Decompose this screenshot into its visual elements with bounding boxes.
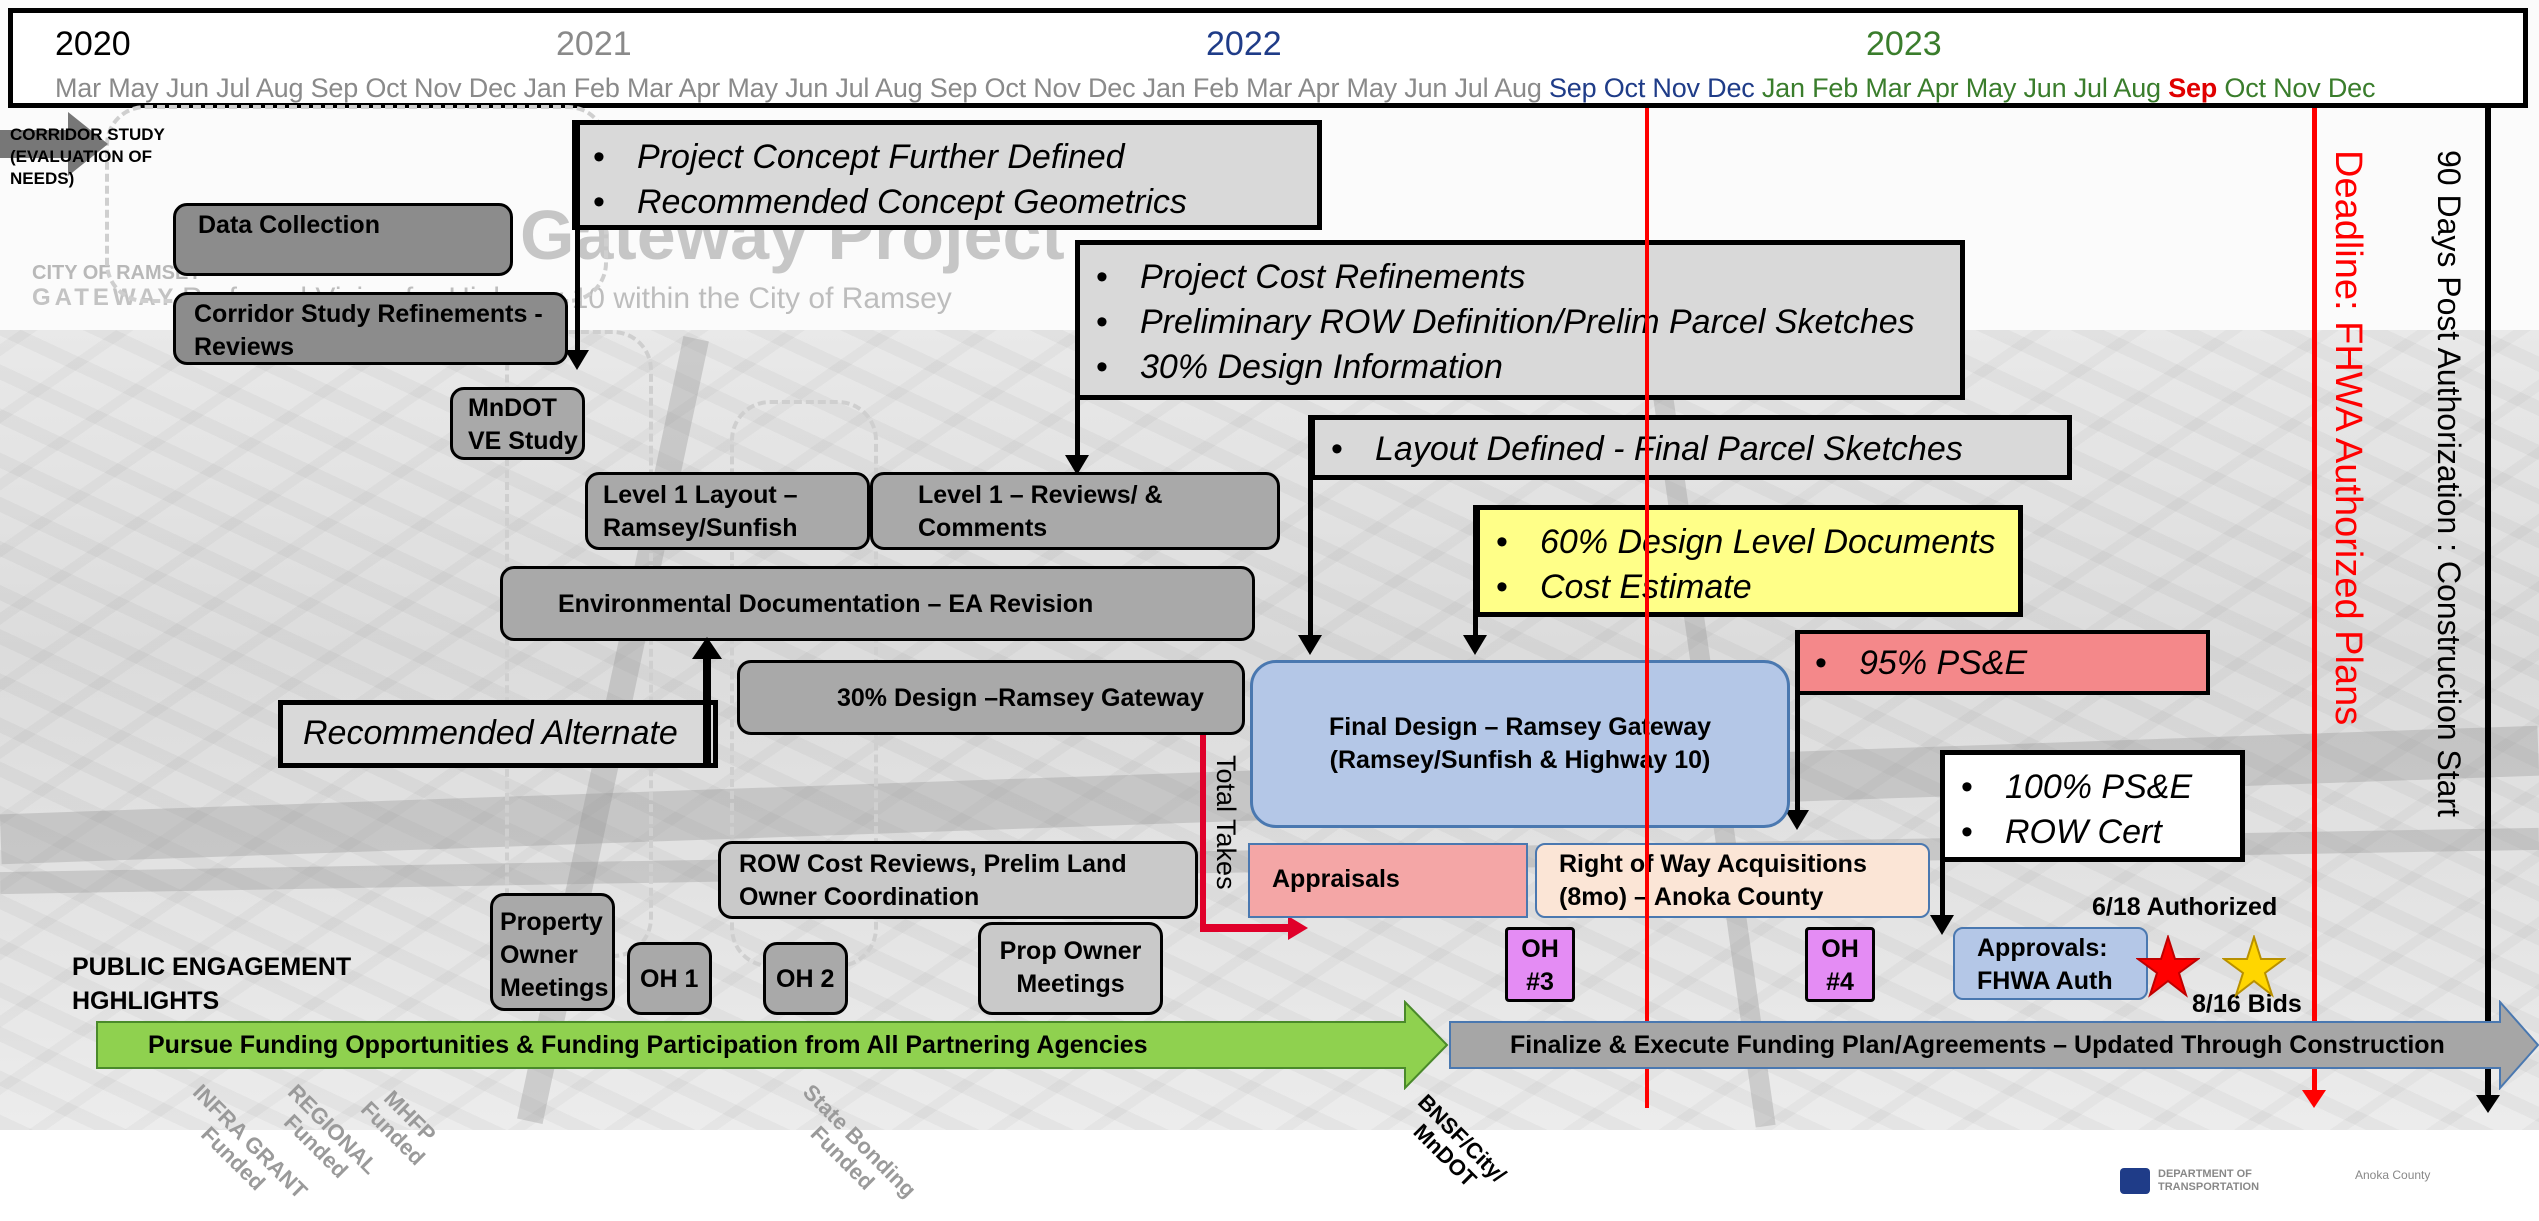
- finalize-funding-arrow: [1449, 1000, 2539, 1090]
- year-2022: 2022: [1206, 25, 1282, 63]
- task-level1-reviews: Level 1 – Reviews/ & Comments: [870, 472, 1280, 550]
- callout-leader-line: [1795, 630, 1800, 810]
- current-date-line: [1645, 108, 1649, 1108]
- total-takes-horizontal: [1200, 924, 1292, 932]
- mndot-logo-icon: [2120, 1168, 2150, 1194]
- callout-arrowhead: [1298, 635, 1322, 655]
- corridor-study-label: CORRIDOR STUDY (EVALUATION OF NEEDS): [10, 125, 165, 188]
- callout-arrowhead: [1463, 635, 1487, 655]
- pursue-funding-arrow: [96, 1000, 1449, 1090]
- task-mndot-ve-study: MnDOT VE Study: [450, 387, 585, 460]
- background-gateway-label: GATEWAY: [32, 284, 178, 311]
- task-30-design: 30% Design –Ramsey Gateway: [737, 660, 1245, 735]
- yellow-star-icon: [2222, 935, 2286, 998]
- callout-60-design: 60% Design Level Documents Cost Estimate: [1475, 505, 2023, 617]
- up-arrowhead: [692, 637, 722, 659]
- callout-item: 30% Design Information: [1080, 345, 1960, 390]
- recommended-alternate-box: Recommended Alternate: [278, 700, 718, 768]
- open-house-3: OH #3: [1505, 927, 1575, 1002]
- total-takes-line: [1200, 735, 1206, 930]
- callout-item: Preliminary ROW Definition/Prelim Parcel…: [1080, 300, 1960, 345]
- task-row-acquisitions: Right of Way Acquisitions (8mo) – Anoka …: [1535, 843, 1930, 918]
- callout-leader-line: [1075, 240, 1080, 455]
- open-house-4: OH #4: [1805, 927, 1875, 1002]
- mndot-logo-text: DEPARTMENT OF TRANSPORTATION: [2158, 1168, 2260, 1193]
- red-star-icon: [2136, 935, 2200, 998]
- timeline-header: 2020 2021 2022 2023 Mar May Jun Jul Aug …: [8, 8, 2528, 108]
- callout-cost-refinements: Project Cost Refinements Preliminary ROW…: [1075, 240, 1965, 400]
- callout-leader-line: [1473, 505, 1478, 635]
- authorized-date-label: 6/18 Authorized: [2092, 893, 2278, 921]
- callout-item: 100% PS&E: [1945, 765, 2240, 810]
- construction-start-label: 90 Days Post Authorization : Constructio…: [2431, 150, 2467, 817]
- task-row-cost-reviews: ROW Cost Reviews, Prelim Land Owner Coor…: [718, 841, 1198, 919]
- prop-owner-meetings: Prop Owner Meetings: [978, 922, 1163, 1015]
- callout-arrowhead: [1065, 455, 1089, 475]
- year-2020: 2020: [55, 25, 131, 63]
- callout-95-pse: 95% PS&E: [1795, 630, 2210, 695]
- callout-item: Project Concept Further Defined: [577, 135, 1317, 180]
- callout-leader-line: [1308, 415, 1313, 635]
- task-appraisals: Appraisals: [1248, 843, 1528, 918]
- callout-item: Recommended Concept Geometrics: [577, 180, 1317, 225]
- total-takes-label: Total Takes: [1211, 755, 1241, 890]
- final-design-line1: Final Design – Ramsey Gateway: [1328, 713, 1712, 741]
- task-final-design: Final Design – Ramsey Gateway (Ramsey/Su…: [1250, 660, 1790, 828]
- finalize-funding-label: Finalize & Execute Funding Plan/Agreemen…: [1510, 1031, 2445, 1059]
- callout-item: 60% Design Level Documents: [1480, 520, 2018, 565]
- recommended-alternate-leader: [703, 655, 711, 765]
- open-house-2: OH 2: [763, 942, 848, 1015]
- callout-item: Cost Estimate: [1480, 565, 2018, 610]
- anoka-county-logo-text: Anoka County: [2355, 1168, 2431, 1182]
- callout-layout-defined: Layout Defined - Final Parcel Sketches: [1310, 415, 2072, 480]
- callout-100-pse: 100% PS&E ROW Cert: [1940, 750, 2245, 862]
- callout-item: Layout Defined - Final Parcel Sketches: [1315, 427, 2067, 472]
- months-gray: Mar May Jun Jul Aug Sep Oct Nov Dec Jan …: [55, 73, 1542, 103]
- months-blue: Sep Oct Nov Dec: [1548, 73, 1755, 103]
- callout-leader-line: [1940, 750, 1945, 915]
- callout-arrowhead: [565, 350, 589, 370]
- month-row: Mar May Jun Jul Aug Sep Oct Nov Dec Jan …: [55, 73, 2375, 104]
- deadline-label: Deadline: FHWA Authorized Plans: [2327, 150, 2369, 726]
- year-2021: 2021: [556, 25, 632, 63]
- task-corridor-refinements: Corridor Study Refinements - Reviews: [173, 292, 568, 365]
- corridor-study-arrow-head: [68, 112, 108, 176]
- corridor-study-arrow-shaft: [0, 130, 70, 158]
- open-house-1: OH 1: [627, 942, 712, 1015]
- deadline-arrowhead: [2302, 1090, 2326, 1108]
- task-level1-layout: Level 1 Layout – Ramsey/Sunfish: [585, 472, 870, 550]
- total-takes-arrowhead: [1288, 916, 1308, 940]
- months-green-end: Oct Nov Dec: [2224, 73, 2376, 103]
- property-owner-meetings: Property Owner Meetings: [490, 893, 615, 1011]
- callout-arrowhead: [1930, 915, 1954, 935]
- callout-item: Project Cost Refinements: [1080, 255, 1960, 300]
- months-green: Jan Feb Mar Apr May Jun Jul Aug: [1761, 73, 2161, 103]
- construction-start-line: [2485, 108, 2491, 1098]
- construction-arrowhead: [2476, 1095, 2500, 1113]
- callout-leader-line: [575, 120, 580, 350]
- final-design-line2: (Ramsey/Sunfish & Highway 10): [1329, 746, 1711, 774]
- callout-item: ROW Cert: [1945, 810, 2240, 855]
- public-engagement-label: PUBLIC ENGAGEMENT HGHLIGHTS: [72, 953, 352, 1015]
- year-2023: 2023: [1866, 25, 1942, 63]
- task-environmental-doc: Environmental Documentation – EA Revisio…: [500, 566, 1255, 641]
- callout-item: 95% PS&E: [1799, 641, 2206, 686]
- approvals-fhwa-auth: Approvals: FHWA Auth: [1953, 927, 2148, 1000]
- deadline-line: [2312, 108, 2317, 1093]
- callout-concept: Project Concept Further Defined Recommen…: [572, 120, 1322, 230]
- month-deadline: Sep: [2168, 73, 2218, 103]
- task-data-collection: Data Collection: [173, 203, 513, 276]
- callout-arrowhead: [1785, 810, 1809, 830]
- pursue-funding-label: Pursue Funding Opportunities & Funding P…: [148, 1031, 1148, 1059]
- bids-date-label: 8/16 Bids: [2192, 990, 2302, 1018]
